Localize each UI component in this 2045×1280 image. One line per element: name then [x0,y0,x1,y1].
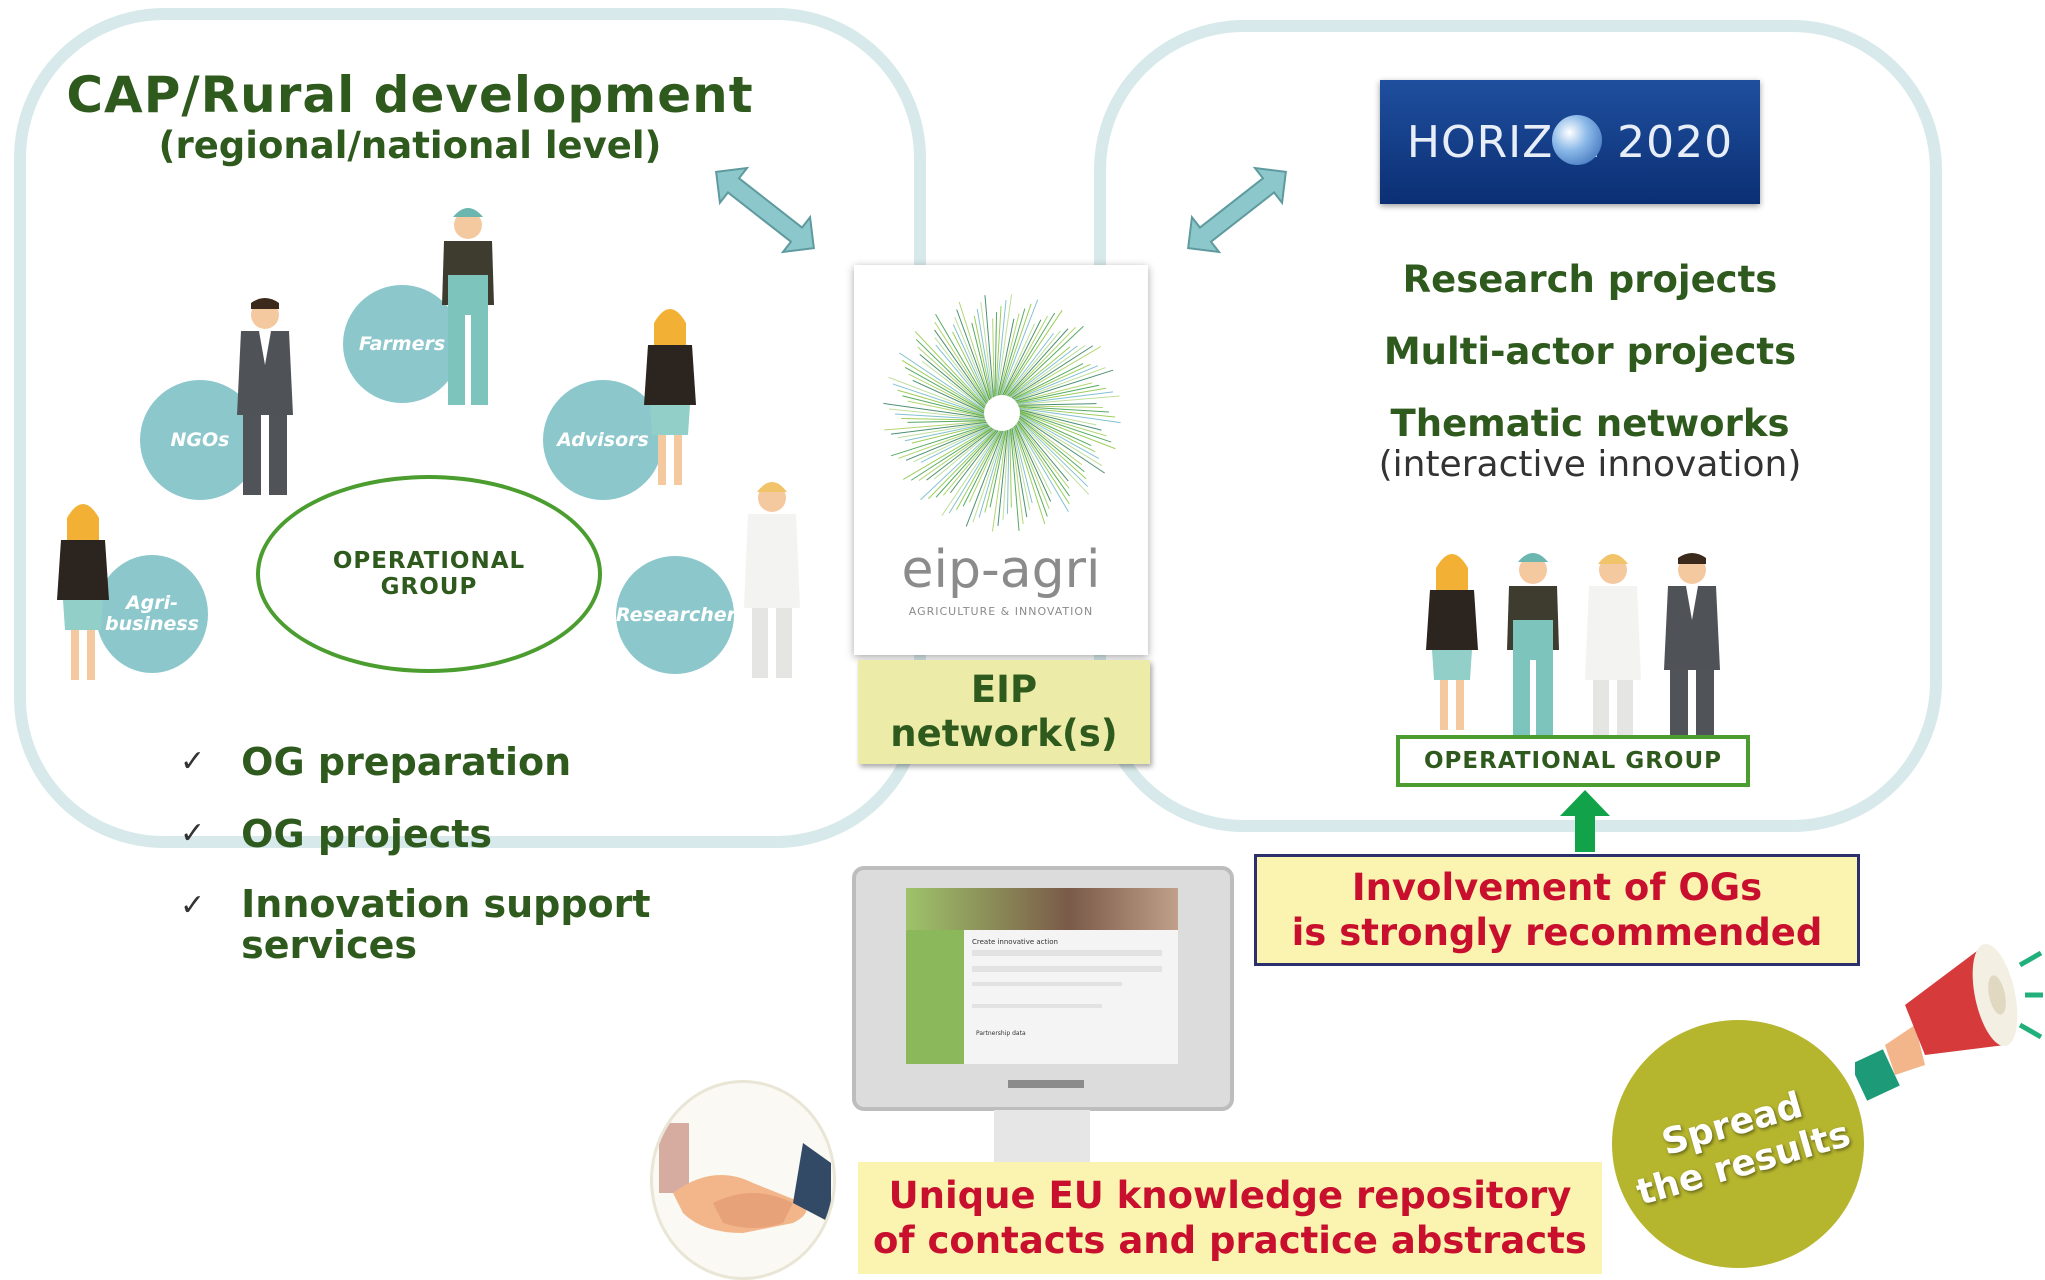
computer-monitor: Create innovative action Partnership dat… [852,866,1234,1111]
globe-icon [1552,115,1602,165]
monitor-screen: Create innovative action Partnership dat… [906,888,1178,1064]
actor-agri-business: Agri- business [96,555,208,673]
checklist-item-og-preparation: ✓ OG preparation [180,740,572,784]
spread-results-badge: Spread the results [1612,1020,1864,1268]
megaphone-icon [1855,943,2043,1101]
actor-farmers: Farmers [343,285,461,403]
operational-group-box: OPERATIONAL GROUP [1396,735,1750,787]
eip-agri-logo: eip-agri AGRICULTURE & INNOVATION [854,265,1148,655]
research-projects: Research projects [1402,258,1778,301]
burst-icon [883,294,1121,532]
double-arrow-right-icon [1187,166,1287,254]
operational-group-ring: OPERATIONAL GROUP [256,475,602,673]
monitor-stand [994,1110,1090,1166]
eip-network-box: EIP network(s) [858,660,1150,764]
handshake-icon [650,1080,836,1280]
eip-agri-wordmark: eip-agri [901,540,1101,600]
eip-agri-tagline: AGRICULTURE & INNOVATION [908,605,1094,618]
checklist-item-innovation-support: ✓ Innovation support services [180,882,651,968]
actor-ngos: NGOs [140,380,260,500]
thematic-note: (interactive innovation) [1378,444,1802,485]
up-arrow-icon [1560,790,1610,852]
checklist-item-og-projects: ✓ OG projects [180,812,493,856]
horizon-2020-logo: HORIZ N 2020 [1380,80,1760,204]
repository-box: Unique EU knowledge repository of contac… [858,1162,1602,1274]
involvement-box: Involvement of OGs is strongly recommend… [1254,854,1860,966]
thematic-networks: Thematic networks [1390,402,1790,445]
screen-section: Partnership data [976,1030,1026,1037]
actor-researchers: Researchers [616,556,747,674]
cap-title: CAP/Rural development [66,66,754,124]
actor-advisors: Advisors [543,380,663,500]
double-arrow-left-icon [715,166,815,254]
cap-subtitle: (regional/national level) [158,124,662,167]
multi-actor-projects: Multi-actor projects [1383,330,1797,373]
screen-heading: Create innovative action [972,938,1058,946]
